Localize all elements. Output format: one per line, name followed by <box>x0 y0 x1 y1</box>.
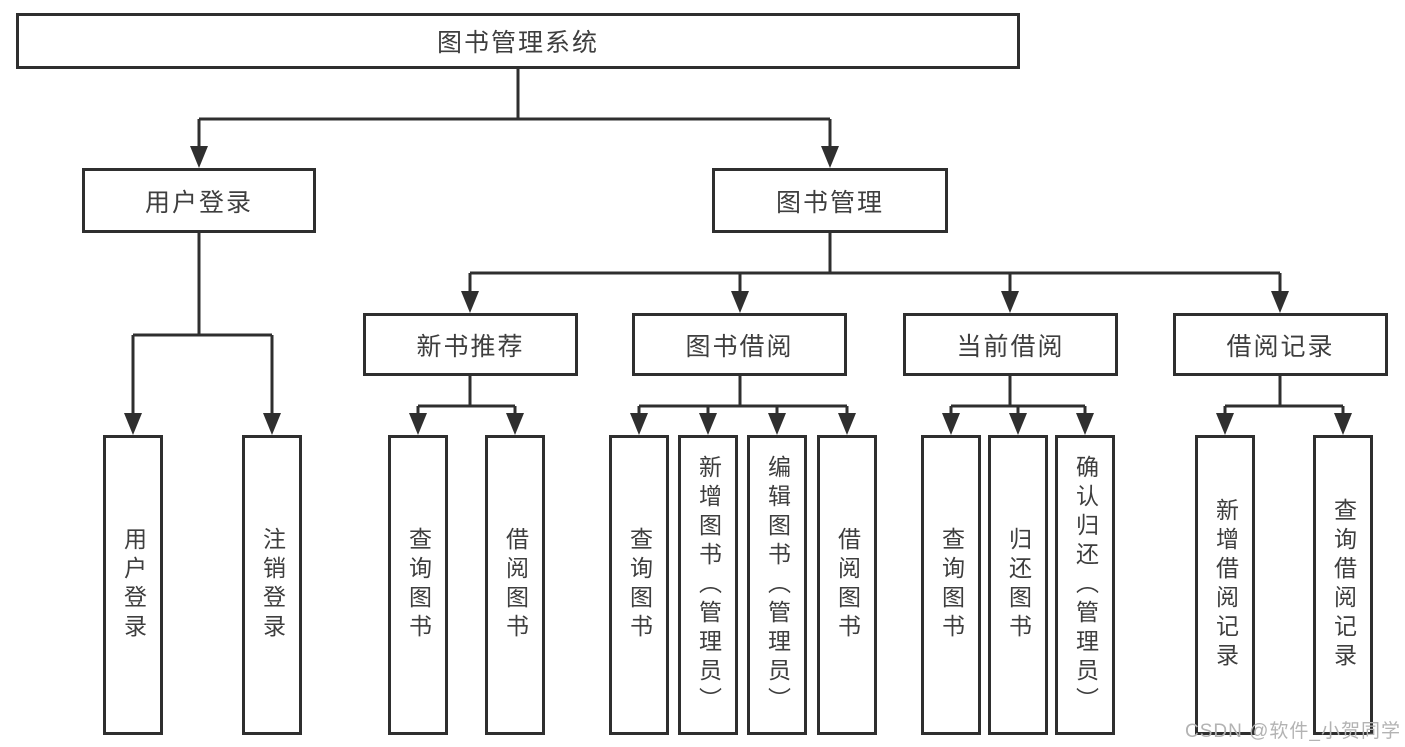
csdn-watermark: CSDN @软件_小贺同学 <box>1185 721 1401 742</box>
leaf-query-borrow-record: 查询借阅记录 <box>1313 435 1373 735</box>
leaf-confirm-return-admin: 确认归还（管理员） <box>1055 435 1115 735</box>
leaf-add-book-admin: 新增图书（管理员） <box>678 435 738 735</box>
leaf-query-books-borrowing: 查询图书 <box>609 435 669 735</box>
node-book-management: 图书管理 <box>712 168 948 233</box>
leaf-query-books-current: 查询图书 <box>921 435 981 735</box>
leaf-user-login: 用户登录 <box>103 435 163 735</box>
node-book-borrowing: 图书借阅 <box>632 313 847 376</box>
leaf-edit-book-admin: 编辑图书（管理员） <box>747 435 807 735</box>
leaf-borrow-books-borrowing: 借阅图书 <box>817 435 877 735</box>
leaf-return-book: 归还图书 <box>988 435 1048 735</box>
node-library-system: 图书管理系统 <box>16 13 1020 69</box>
leaf-add-borrow-record: 新增借阅记录 <box>1195 435 1255 735</box>
node-new-book-recommend: 新书推荐 <box>363 313 578 376</box>
leaf-query-books-recommend: 查询图书 <box>388 435 448 735</box>
leaf-borrow-books-recommend: 借阅图书 <box>485 435 545 735</box>
leaf-logout: 注销登录 <box>242 435 302 735</box>
node-user-login: 用户登录 <box>82 168 316 233</box>
node-current-borrowing: 当前借阅 <box>903 313 1118 376</box>
node-borrowing-records: 借阅记录 <box>1173 313 1388 376</box>
